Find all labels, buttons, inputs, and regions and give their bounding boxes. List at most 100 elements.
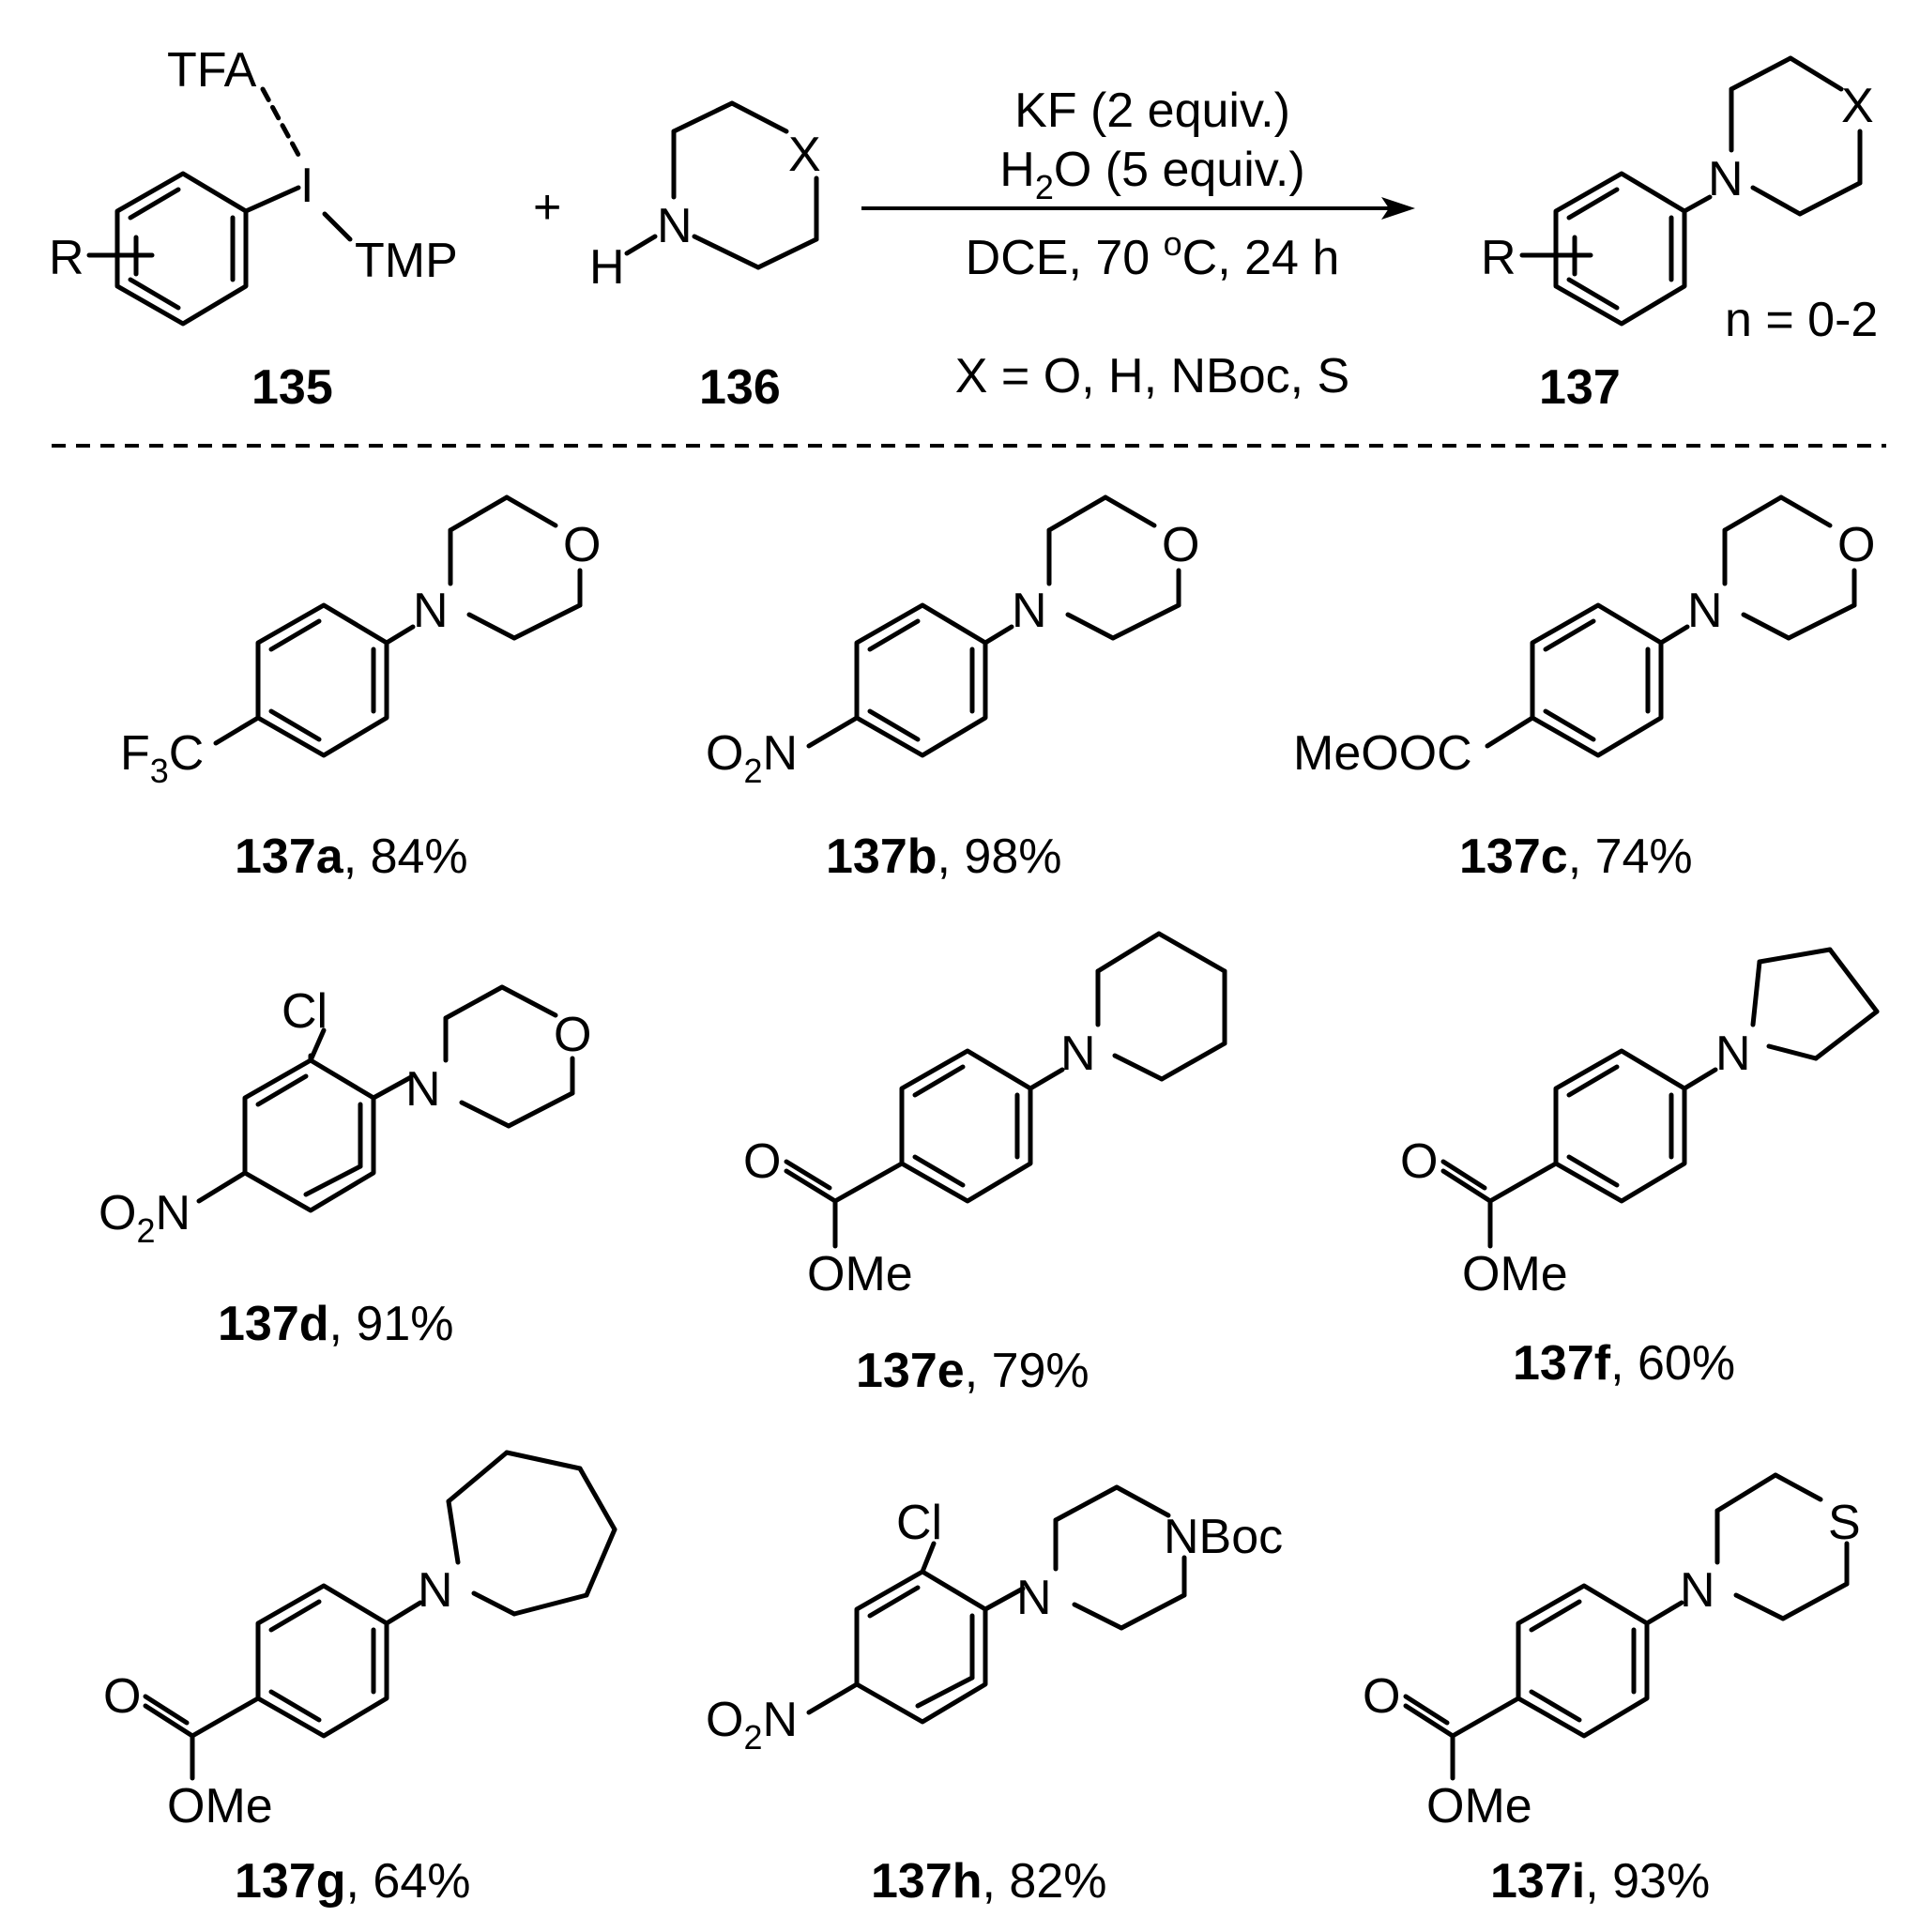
pyrrolidine-bond-3 <box>1827 947 1880 1014</box>
solvent-prefix: DCE, 70 <box>966 231 1164 285</box>
structure-137g: N O OMe 137g, 64% <box>103 1450 617 1909</box>
thiomorpholine-bond-5 <box>1780 1581 1850 1621</box>
condition-water: H2O (5 equiv.) <box>999 143 1304 206</box>
morpholine-bond-b5 <box>1110 602 1181 641</box>
amine-bond-3 <box>729 100 789 134</box>
o-label-137a: O <box>563 518 601 572</box>
ome-label-f: OMe <box>1462 1247 1568 1301</box>
reaction-arrow-group: KF (2 equiv.) H2O (5 equiv.) DCE, 70 oC,… <box>861 84 1415 403</box>
amine-bond-2 <box>671 100 735 134</box>
n-range-label: n = 0-2 <box>1725 293 1878 347</box>
piperazine-bond-3 <box>1114 1484 1171 1518</box>
piperazine-bond-6 <box>1072 1602 1124 1631</box>
amine-bond-5 <box>755 236 819 270</box>
reagent-135-structure: TFA I TMP R 135 <box>49 43 458 415</box>
benzene-ring-137i <box>1516 1583 1650 1739</box>
thiomorpholine-bond-2 <box>1714 1472 1778 1514</box>
thiomorpholine-bond-3 <box>1773 1472 1823 1502</box>
yield-137h: , 82% <box>983 1854 1107 1909</box>
water-h: H <box>999 143 1035 197</box>
cl-label-137h: Cl <box>896 1496 942 1550</box>
aromatic-bond-b2 <box>867 618 921 652</box>
structure-137f: N O OMe 137f, 60% <box>1400 947 1880 1391</box>
caption-137d: 137d, 91% <box>218 1297 454 1351</box>
ome-label-g: OMe <box>167 1779 273 1833</box>
yield-137i: , 93% <box>1585 1854 1710 1909</box>
pyrrolidine-bond-5 <box>1766 1043 1819 1061</box>
aromatic-bond-f3 <box>1566 1154 1620 1188</box>
piperidine-bond-2 <box>1095 931 1162 974</box>
n-label-137c: N <box>1687 584 1723 638</box>
aromatic-bond-c2 <box>1543 618 1596 652</box>
caption-137i: 137i, 93% <box>1490 1854 1710 1909</box>
structure-137h: Cl N NBoc O2N 137h, 82% <box>706 1484 1283 1909</box>
product-137-structure: R N X n = 0-2 137 <box>1481 55 1878 415</box>
n-label-137f: N <box>1715 1027 1751 1081</box>
no2-o-h: O <box>706 1693 743 1747</box>
id-137h: 137h <box>871 1854 983 1909</box>
benzene-ring-137 <box>1553 171 1687 327</box>
solvent-suffix: C, 24 h <box>1182 231 1340 285</box>
aryl-n-bond-c <box>1658 624 1690 646</box>
r-label-135: R <box>49 231 84 285</box>
aryl-n-bond-g <box>384 1600 423 1626</box>
no2-o-d: O <box>99 1186 136 1240</box>
azepane-bond-5 <box>584 1527 617 1598</box>
benzene-ring-137e <box>899 1048 1033 1204</box>
compound-label-137: 137 <box>1539 360 1621 415</box>
n-label-137e: N <box>1060 1027 1096 1081</box>
aromatic-bond-g2 <box>268 1599 322 1633</box>
s-label-137i: S <box>1828 1496 1861 1550</box>
carbonyl-double-bond-e <box>784 1159 832 1191</box>
tfa-label: TFA <box>167 43 257 98</box>
aryl-n-bond-d <box>371 1074 414 1101</box>
condition-x-definition: X = O, H, NBoc, S <box>955 349 1349 403</box>
benzene-ring-137g <box>255 1583 389 1739</box>
morpholine-bond-a6 <box>466 612 517 641</box>
structure-137a: N O F3C 137a, 84% <box>120 494 601 884</box>
azepane-bond-2 <box>446 1450 510 1504</box>
benzene-ring-137c <box>1530 602 1664 758</box>
caption-137f: 137f, 60% <box>1513 1336 1735 1391</box>
id-137i: 137i <box>1490 1854 1585 1909</box>
aryl-cf3-bond <box>213 715 261 746</box>
yield-137a: , 84% <box>343 829 468 884</box>
pyrrolidine-bond-2 <box>1757 947 1833 965</box>
carbonyl-o-label-g: O <box>103 1669 141 1724</box>
piperazine-bond-5 <box>1119 1592 1187 1631</box>
condition-kf: KF (2 equiv.) <box>1014 84 1290 138</box>
morpholine-bond-c2 <box>1722 494 1784 533</box>
aryl-n-bond-i <box>1644 1600 1684 1626</box>
id-137g: 137g <box>235 1854 346 1909</box>
degree-superscript: o <box>1164 224 1182 263</box>
o-label-137d: O <box>554 1008 591 1062</box>
morpholine-bond-d5 <box>506 1090 575 1129</box>
yield-137g: , 64% <box>346 1854 471 1909</box>
ring-bond-137-5 <box>1797 180 1863 217</box>
morpholine-bond-d6 <box>459 1100 511 1129</box>
water-suffix: O (5 equiv.) <box>1054 143 1305 197</box>
id-137d: 137d <box>218 1297 329 1351</box>
compound-label-136: 136 <box>699 360 781 415</box>
aryl-n-bond-b <box>983 624 1014 646</box>
aromatic-bond-e2 <box>912 1064 966 1098</box>
aromatic-bond-i2 <box>1529 1599 1582 1633</box>
benzene-ring-137b <box>854 602 988 758</box>
aryl-n-bond-137 <box>1682 194 1713 214</box>
no2-sub-d: 2 <box>136 1211 155 1250</box>
carbonyl-o-label-f: O <box>1400 1134 1438 1189</box>
x-label-136: X <box>788 128 821 182</box>
aromatic-bond-c3 <box>1543 708 1596 742</box>
amine-136-structure: X N H 136 <box>589 100 821 415</box>
aromatic-bond-d3 <box>303 1164 363 1197</box>
aryl-ester-bond-g <box>190 1696 261 1739</box>
azepane-bond-1 <box>446 1498 461 1565</box>
aromatic-bond-135c <box>128 277 181 311</box>
condition-solvent-temp: DCE, 70 oC, 24 h <box>966 224 1340 285</box>
ome-label-i: OMe <box>1426 1779 1532 1833</box>
no2-label-137b: O2N <box>706 726 798 790</box>
aryl-ester-bond-f <box>1487 1161 1559 1204</box>
cf3-subscript: 3 <box>150 752 169 790</box>
caption-137e: 137e, 79% <box>856 1344 1090 1398</box>
